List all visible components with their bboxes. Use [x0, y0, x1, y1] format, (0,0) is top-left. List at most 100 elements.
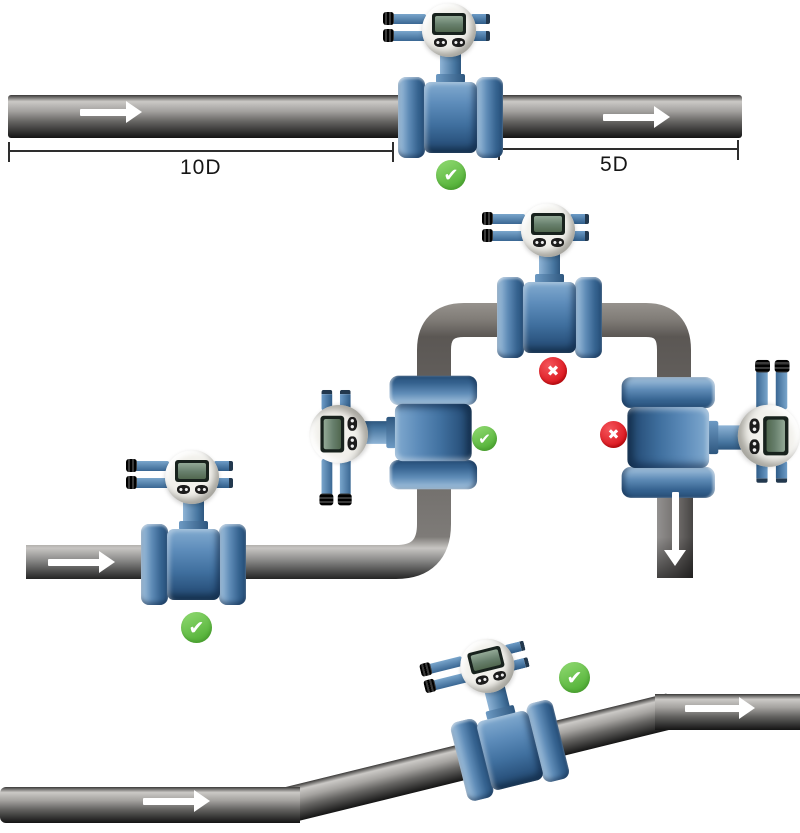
cable-connector-icon — [570, 214, 589, 224]
dimension-tick — [392, 142, 394, 162]
flow-arrow-right-icon — [143, 790, 210, 812]
check-icon: ✔ — [478, 429, 491, 448]
flow-meter-inlet-run — [126, 447, 247, 612]
flow-meter-upward-flow — [306, 375, 484, 506]
meter-collar — [436, 74, 465, 83]
meter-collar — [707, 420, 719, 455]
cable-connector-icon — [570, 231, 589, 241]
cable-connector-icon — [471, 31, 490, 41]
dimension-label-downstream: 5D — [600, 153, 629, 176]
correct-badge: ✔ — [436, 160, 466, 190]
cable-conduit-icon — [392, 31, 426, 41]
pipe-bottom-right-segment — [655, 694, 800, 730]
check-icon: ✔ — [188, 616, 205, 639]
cable-conduit-icon — [428, 655, 464, 674]
check-icon: ✔ — [443, 164, 459, 186]
lcd-screen — [435, 16, 463, 32]
flow-arrow-down-icon — [664, 492, 686, 566]
meter-flange — [398, 77, 425, 158]
lcd-screen — [766, 419, 785, 452]
flow-meter-high-point — [482, 200, 603, 365]
arrow-shaft — [143, 798, 196, 805]
flow-meter-straight-run — [383, 0, 504, 165]
display-button-icon — [749, 439, 760, 455]
cross-icon: ✖ — [607, 426, 620, 443]
arrow-head — [194, 790, 210, 812]
flow-meter-downward-flow — [614, 359, 800, 499]
meter-body — [394, 403, 472, 462]
arrow-head — [664, 550, 686, 566]
cable-conduit-icon — [135, 461, 169, 471]
arrow-shaft — [80, 109, 128, 116]
meter-flange — [621, 377, 715, 409]
arrow-shaft — [48, 559, 101, 566]
cable-gland-icon — [319, 493, 334, 506]
lcd-screen — [178, 463, 206, 479]
meter-flange — [497, 277, 524, 358]
meter-body — [627, 407, 710, 468]
lcd-screen — [534, 216, 562, 232]
dimension-label-upstream: 10D — [180, 156, 222, 179]
arrow-head — [126, 101, 142, 123]
cable-connector-icon — [471, 14, 490, 24]
flow-arrow-right-icon — [80, 101, 142, 123]
cable-conduit-icon — [491, 231, 525, 241]
lcd-screen — [323, 419, 341, 450]
correct-badge: ✔ — [472, 426, 497, 451]
cable-conduit-icon — [392, 14, 426, 24]
cross-icon: ✖ — [546, 362, 560, 380]
cable-gland-icon — [383, 29, 394, 42]
meter-flange — [219, 524, 246, 605]
flow-arrow-right-icon — [685, 697, 755, 719]
meter-flange — [575, 277, 602, 358]
cable-gland-icon — [383, 12, 394, 25]
cable-gland-icon — [126, 459, 137, 472]
dimension-line-downstream — [498, 148, 739, 150]
cable-conduit-icon — [775, 370, 788, 410]
display-button-icon — [177, 485, 190, 494]
display-button-icon — [533, 238, 546, 247]
cable-gland-icon — [774, 359, 790, 373]
incorrect-badge: ✖ — [600, 421, 627, 448]
dimension-line-upstream — [8, 150, 394, 152]
arrow-shaft — [685, 705, 741, 712]
cable-gland-icon — [482, 229, 493, 242]
check-icon: ✔ — [566, 666, 583, 689]
meter-flange — [389, 375, 478, 405]
arrow-shaft — [672, 492, 679, 551]
display-button-icon — [749, 418, 760, 434]
display-button-icon — [195, 485, 208, 494]
cable-conduit-icon — [756, 370, 768, 410]
display-button-icon — [347, 436, 358, 451]
cable-gland-icon — [482, 212, 493, 225]
cable-conduit-icon — [491, 214, 525, 224]
meter-body — [167, 529, 220, 600]
dimension-tick — [737, 140, 739, 160]
correct-badge: ✔ — [559, 662, 590, 693]
arrow-head — [654, 106, 670, 128]
meter-collar — [535, 274, 564, 283]
arrow-head — [99, 551, 115, 573]
arrow-head — [739, 697, 755, 719]
arrow-shaft — [603, 114, 656, 121]
meter-flange — [389, 460, 478, 490]
cable-conduit-icon — [135, 478, 169, 488]
display-button-icon — [434, 38, 447, 47]
cable-gland-icon — [755, 359, 771, 373]
cable-gland-icon — [126, 476, 137, 489]
cable-conduit-icon — [339, 458, 351, 496]
meter-body — [424, 82, 477, 153]
incorrect-badge: ✖ — [539, 357, 567, 385]
correct-badge: ✔ — [181, 612, 212, 643]
meter-body — [523, 282, 576, 353]
flow-arrow-right-icon — [48, 551, 115, 573]
display-button-icon — [452, 38, 465, 47]
cable-gland-icon — [337, 493, 352, 506]
meter-flange — [476, 77, 503, 158]
flow-arrow-right-icon — [603, 106, 670, 128]
pipe-bottom-left-segment — [0, 787, 300, 823]
dimension-tick — [8, 142, 10, 162]
display-button-icon — [347, 416, 358, 431]
display-button-icon — [551, 238, 564, 247]
